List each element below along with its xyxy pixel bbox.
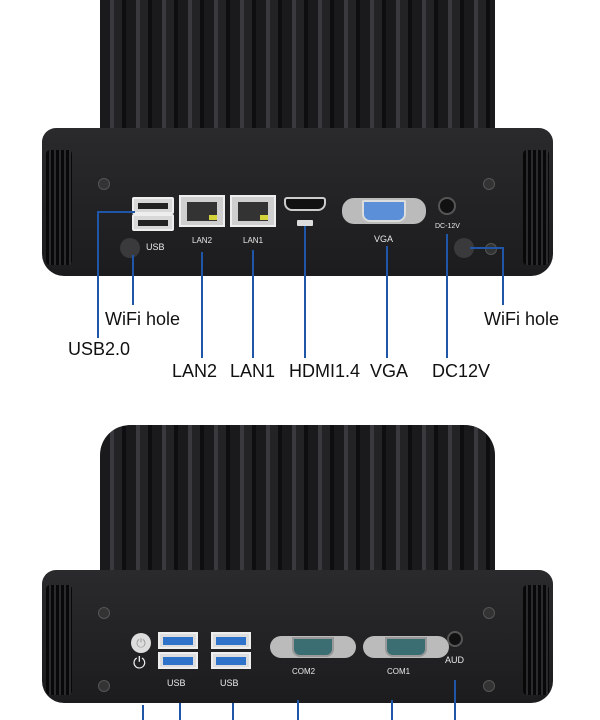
screw-icon (483, 178, 495, 190)
callout-line (386, 246, 388, 358)
dc-label: DC-12V (435, 223, 460, 230)
usb3-port (158, 652, 198, 669)
lan2-label: LAN2 (192, 236, 213, 245)
micro-hdmi-port (297, 220, 313, 226)
callout-line (97, 211, 99, 338)
com1-port (363, 636, 449, 658)
screw-icon (485, 243, 497, 255)
callout-line (232, 703, 234, 720)
callout-dc12v: DC12V (432, 361, 491, 381)
power-icon: ⏻ (133, 655, 146, 672)
lan1-label: LAN1 (243, 236, 264, 245)
usb-label: USB (220, 678, 239, 688)
screw-icon (98, 607, 110, 619)
vga-label: VGA (374, 234, 394, 244)
usb3-port (158, 632, 198, 649)
callout-line (297, 700, 299, 720)
callout-usb20: USB2.0 (68, 339, 131, 359)
callout-wifi-right: WiFi hole (484, 309, 560, 329)
callout-line (391, 700, 393, 720)
callout-line (470, 247, 503, 249)
callout-line (454, 680, 456, 720)
com2-port (270, 636, 356, 658)
side-vent (523, 585, 549, 695)
aud-label: AUD (445, 655, 465, 665)
usb2-port (132, 214, 174, 231)
usb3-port (211, 652, 251, 669)
hdmi-port (284, 197, 326, 211)
vga-connector (362, 200, 406, 222)
screw-icon (483, 607, 495, 619)
callout-lan2: LAN2 (172, 361, 218, 381)
audio-jack (447, 631, 463, 647)
callout-line (502, 247, 504, 305)
com1-label: COM1 (387, 667, 411, 676)
callout-line (446, 234, 448, 358)
callout-line (304, 226, 306, 358)
side-vent (46, 585, 72, 695)
callout-line (132, 255, 134, 305)
heatsink-fins (100, 0, 495, 140)
callout-lan1: LAN1 (230, 361, 276, 381)
screw-icon (98, 680, 110, 692)
usb-label: USB (146, 242, 165, 252)
mini-pc-io-bottom: ⏻ ⏻ USB USB COM2 COM1 AUD (42, 425, 553, 703)
com2-label: COM2 (292, 667, 316, 676)
usb-label: USB (167, 678, 186, 688)
power-button: ⏻ (131, 633, 151, 653)
callout-wifi-left: WiFi hole (105, 309, 181, 329)
wifi-hole-right (454, 238, 474, 258)
mini-pc-io-top: USB LAN2 LAN1 VGA DC-12V (42, 0, 553, 276)
callout-line (179, 703, 181, 720)
screw-icon (483, 680, 495, 692)
callout-line (97, 211, 135, 213)
wifi-hole-left (120, 238, 140, 258)
callout-line (201, 252, 203, 358)
side-vent (46, 150, 72, 265)
lan2-port (179, 195, 225, 227)
usb2-port (132, 197, 174, 214)
lan1-port (230, 195, 276, 227)
side-vent (523, 150, 549, 265)
callout-hdmi: HDMI1.4 (289, 361, 361, 381)
usb3-port (211, 632, 251, 649)
dc-jack (438, 197, 456, 215)
callout-vga: VGA (370, 361, 409, 381)
heatsink-fins (100, 425, 495, 585)
callout-line (252, 250, 254, 358)
screw-icon (98, 178, 110, 190)
callout-line (142, 705, 144, 720)
